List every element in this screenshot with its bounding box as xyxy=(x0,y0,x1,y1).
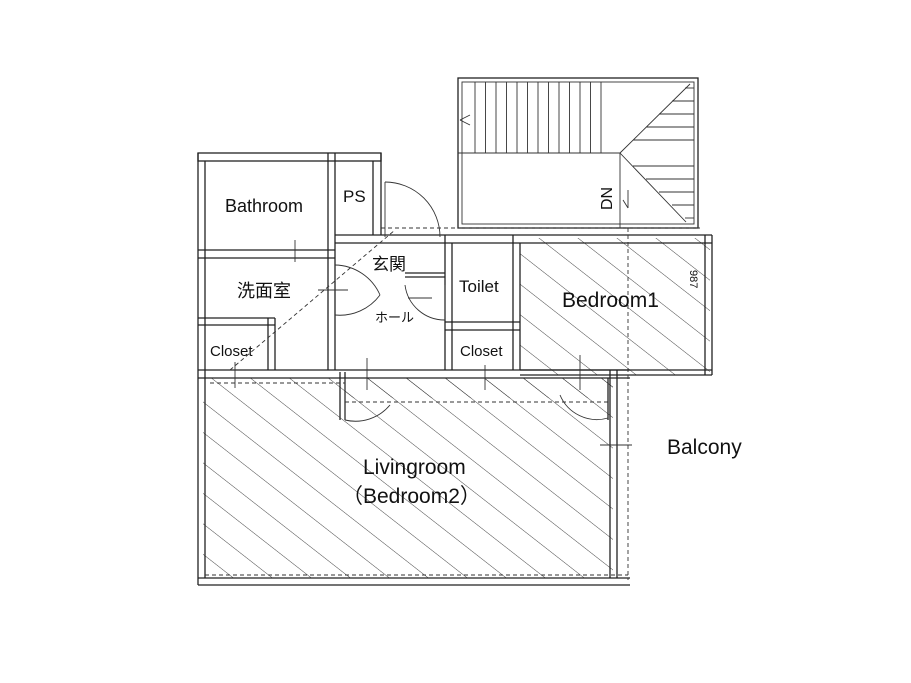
label-ps: PS xyxy=(343,187,366,206)
label-bedroom1: Bedroom1 xyxy=(562,289,659,312)
label-closet-right: Closet xyxy=(460,343,503,360)
label-livingroom: Livingroom xyxy=(363,456,466,479)
label-dimension-note: 987 xyxy=(687,270,699,288)
label-closet-left: Closet xyxy=(210,343,253,360)
label-washroom: 洗面室 xyxy=(237,281,291,301)
walls xyxy=(197,152,713,586)
dashed-outlines xyxy=(205,227,700,580)
label-stairs-dn: DN xyxy=(599,187,616,210)
label-toilet: Toilet xyxy=(459,277,499,296)
label-entrance: 玄関 xyxy=(372,255,406,274)
label-bathroom: Bathroom xyxy=(225,196,303,216)
label-balcony: Balcony xyxy=(667,436,742,459)
label-livingroom-sub: （Bedroom2） xyxy=(342,485,481,508)
doors xyxy=(234,181,632,446)
room-labels: Bathroom PS 玄関 ホール Toilet 洗面室 Bedroom1 C… xyxy=(210,187,742,508)
staircase xyxy=(457,77,699,229)
hatched-floor xyxy=(203,238,710,578)
label-hall: ホール xyxy=(375,310,414,325)
